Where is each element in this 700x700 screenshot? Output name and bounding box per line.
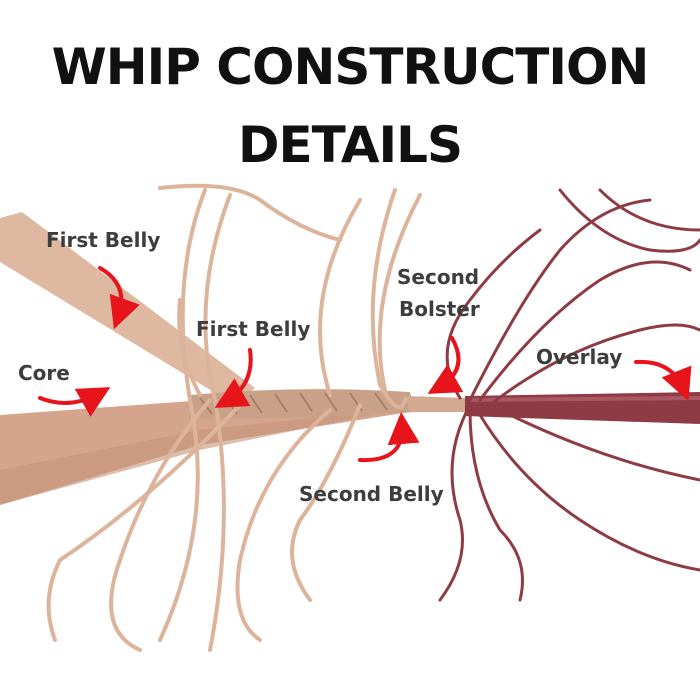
pointer-arrows xyxy=(38,266,692,463)
bolster-neck xyxy=(405,396,470,412)
page-title-line-2: DETAILS xyxy=(237,116,463,174)
label-overlay: Overlay xyxy=(536,345,623,369)
label-first-belly-mid: First Belly xyxy=(196,317,311,341)
label-second-belly: Second Belly xyxy=(299,482,444,506)
plaited-section xyxy=(190,389,415,419)
label-second-bolster-line2: Bolster xyxy=(399,297,480,321)
label-core: Core xyxy=(18,361,70,385)
arrow-overlay xyxy=(634,359,692,402)
label-second-bolster-line1: Second xyxy=(397,265,480,289)
arrow-second-belly xyxy=(358,412,420,463)
arrow-first-belly-top xyxy=(98,266,140,330)
arrow-second-bolster xyxy=(427,336,464,394)
page-title-line-1: WHIP CONSTRUCTION xyxy=(51,38,650,96)
label-first-belly-top: First Belly xyxy=(46,228,161,252)
arrow-core xyxy=(38,387,111,417)
core-strip-shade xyxy=(0,408,405,505)
arrow-first-belly-mid xyxy=(214,348,253,408)
red-strands xyxy=(438,188,700,602)
